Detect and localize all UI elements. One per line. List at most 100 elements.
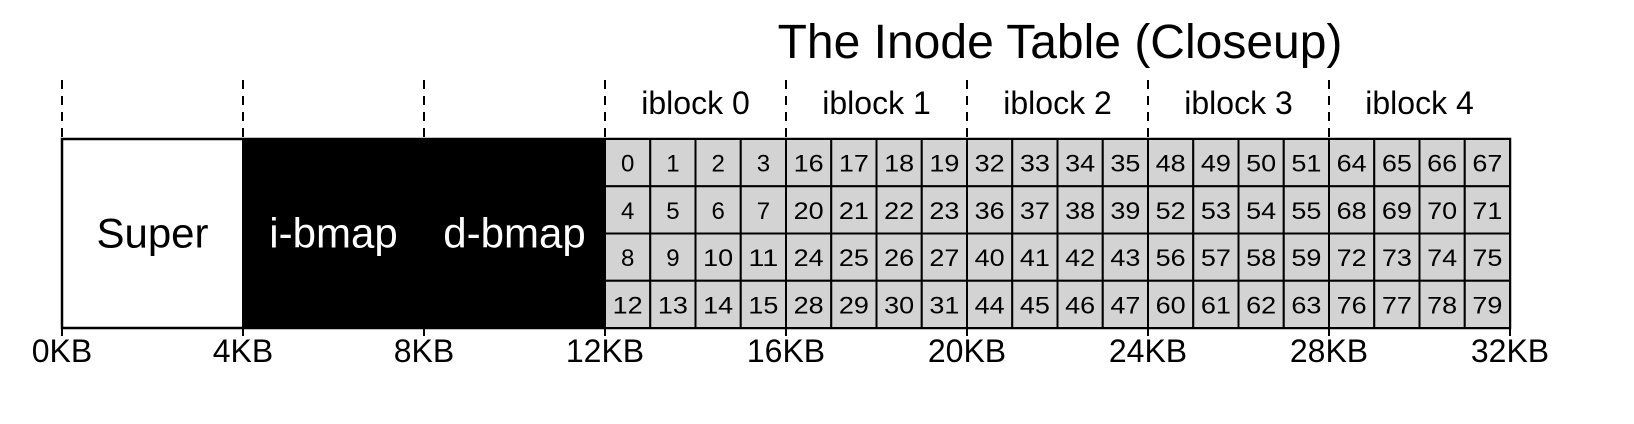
inode-number: 14: [703, 292, 733, 319]
inode-number: 52: [1156, 198, 1186, 225]
inode-cell: [1011, 232, 1059, 282]
inode-cell: [694, 232, 742, 282]
inode-number: 17: [839, 151, 869, 178]
inode-cell: [785, 232, 833, 282]
inode-cell: [739, 138, 787, 188]
inode-number: 67: [1472, 151, 1502, 178]
inode-cell: [785, 279, 833, 329]
inode-number: 70: [1427, 198, 1457, 225]
inode-cell: [649, 279, 697, 329]
inode-number: 22: [884, 198, 914, 225]
inode-cell: [694, 279, 742, 329]
inode-cell: [785, 138, 833, 188]
inode-number: 53: [1201, 198, 1231, 225]
axis-label: 4KB: [213, 333, 273, 369]
inode-cell: [739, 279, 787, 329]
inode-number: 79: [1472, 292, 1502, 319]
inode-number: 20: [794, 198, 824, 225]
inode-cell: [1282, 232, 1330, 282]
axis-label: 12KB: [566, 333, 644, 369]
inode-cell: [1463, 138, 1511, 188]
diagram-title: The Inode Table (Closeup): [778, 16, 1343, 69]
inode-cell: [1192, 232, 1240, 282]
inode-number: 7: [757, 198, 770, 225]
inode-number: 76: [1337, 292, 1367, 319]
inode-number: 33: [1020, 151, 1050, 178]
iblock-label: iblock 0: [641, 85, 750, 121]
inode-number: 37: [1020, 198, 1050, 225]
inode-number: 54: [1246, 198, 1276, 225]
inode-number: 0: [621, 151, 634, 178]
inode-cell: [1418, 185, 1466, 235]
inode-number: 66: [1427, 151, 1457, 178]
inode-number: 1: [666, 151, 679, 178]
region-label: i-bmap: [269, 210, 397, 257]
axis-label: 0KB: [32, 333, 92, 369]
inode-number: 48: [1156, 151, 1186, 178]
inode-number: 10: [703, 245, 733, 272]
inode-cell: [649, 232, 697, 282]
inode-cell: [1463, 279, 1511, 329]
inode-number: 46: [1065, 292, 1095, 319]
inode-cell: [1418, 138, 1466, 188]
inode-number: 44: [975, 292, 1005, 319]
inode-number: 72: [1337, 245, 1367, 272]
region-d-bmap-block: [423, 138, 606, 329]
inode-number: 18: [884, 151, 914, 178]
inode-number: 40: [975, 245, 1005, 272]
inode-number: 68: [1337, 198, 1367, 225]
inode-number: 43: [1110, 245, 1140, 272]
inode-number: 28: [794, 292, 824, 319]
axis-label: 16KB: [747, 333, 825, 369]
inode-number: 73: [1382, 245, 1412, 272]
inode-number: 27: [929, 245, 959, 272]
inode-number: 11: [748, 245, 778, 272]
inode-cell: [875, 185, 923, 235]
inode-number: 3: [757, 151, 770, 178]
inode-number: 57: [1201, 245, 1231, 272]
inode-cell: [1237, 185, 1285, 235]
inode-cell: [739, 185, 787, 235]
inode-number: 59: [1291, 245, 1321, 272]
inode-number: 42: [1065, 245, 1095, 272]
inode-cell: [1147, 279, 1195, 329]
inode-number: 63: [1291, 292, 1321, 319]
inode-number: 45: [1020, 292, 1050, 319]
inode-number: 36: [975, 198, 1005, 225]
inode-cell: [1101, 232, 1149, 282]
iblock-label: iblock 2: [1003, 85, 1112, 121]
inode-number: 24: [794, 245, 824, 272]
inode-cell: [1056, 185, 1104, 235]
inode-cell: [1328, 232, 1376, 282]
inode-cell: [1328, 185, 1376, 235]
inode-cell: [649, 185, 697, 235]
inode-number: 4: [621, 198, 634, 225]
inode-cell: [649, 138, 697, 188]
inode-number: 60: [1156, 292, 1186, 319]
inode-cell: [1101, 279, 1149, 329]
inode-cell: [830, 279, 878, 329]
inode-number: 32: [975, 151, 1005, 178]
inode-cell: [1463, 232, 1511, 282]
inode-number: 12: [613, 292, 643, 319]
iblock-label: iblock 1: [822, 85, 931, 121]
axis-label: 32KB: [1471, 333, 1549, 369]
inode-number: 35: [1110, 151, 1140, 178]
iblock-label: iblock 4: [1365, 85, 1474, 121]
inode-number: 8: [621, 245, 634, 272]
inode-number: 41: [1020, 245, 1050, 272]
inode-number: 61: [1201, 292, 1231, 319]
inode-number: 62: [1246, 292, 1276, 319]
region-label: Super: [96, 210, 208, 257]
inode-number: 38: [1065, 198, 1095, 225]
inode-cell: [1373, 138, 1421, 188]
inode-cell: [1101, 185, 1149, 235]
inode-number: 2: [711, 151, 724, 178]
inode-number: 75: [1472, 245, 1502, 272]
axis-label: 20KB: [928, 333, 1006, 369]
